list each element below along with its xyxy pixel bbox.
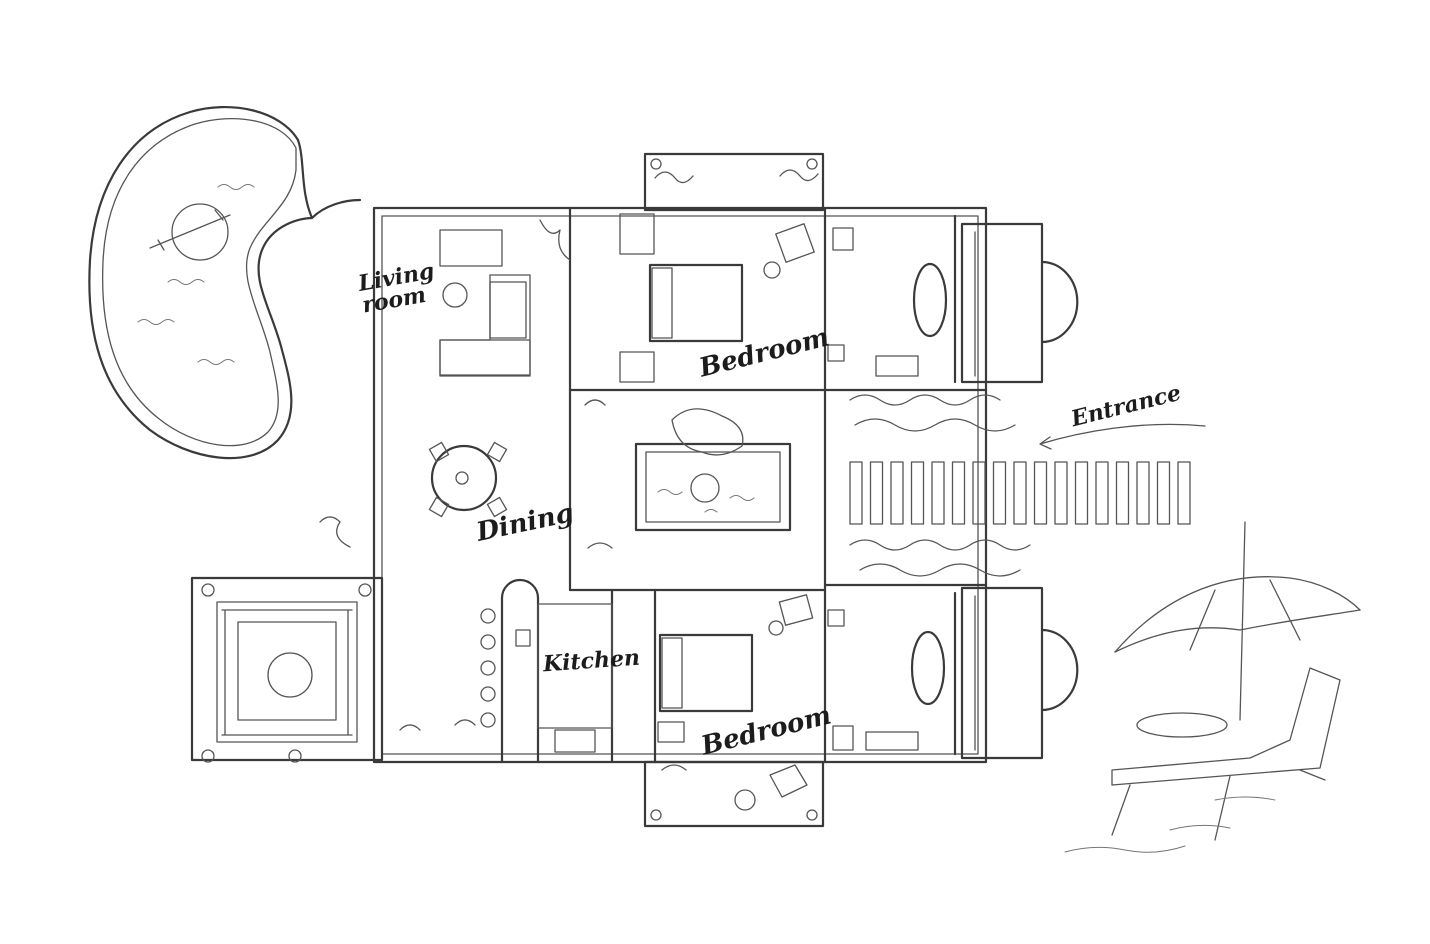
top-bathroom bbox=[827, 227, 948, 377]
bottom-bathroom bbox=[827, 609, 946, 751]
walkway-plank bbox=[1033, 461, 1048, 525]
umbrella-and-lounger bbox=[1064, 521, 1361, 853]
walkway-plank bbox=[972, 461, 986, 525]
walkway-plank bbox=[1054, 461, 1068, 525]
garden-plants bbox=[319, 219, 1031, 771]
walkway-plank bbox=[1177, 461, 1191, 525]
entrance-walkway bbox=[849, 461, 1191, 525]
walkway-plank bbox=[1136, 461, 1150, 525]
atrium-pond bbox=[634, 408, 792, 532]
walkway-plank bbox=[1156, 461, 1171, 525]
walkway-plank bbox=[992, 461, 1007, 525]
walkway-plank bbox=[869, 461, 884, 525]
walkway-plank bbox=[849, 461, 863, 525]
entrance-arrow bbox=[1039, 423, 1206, 450]
walkway-plank bbox=[951, 461, 966, 525]
walkway-plank bbox=[890, 461, 904, 525]
top-bedroom-furniture bbox=[619, 213, 815, 383]
courtyard bbox=[190, 576, 384, 763]
walkway-plank bbox=[1095, 461, 1109, 525]
kitchen-fixtures bbox=[480, 578, 613, 764]
right-bays bbox=[960, 222, 1079, 760]
walkway-plank bbox=[931, 461, 945, 525]
walkway-plank bbox=[1013, 461, 1027, 525]
dining-table bbox=[428, 441, 508, 518]
top-balcony bbox=[643, 152, 825, 212]
bottom-balcony bbox=[643, 760, 825, 828]
living-room-furniture bbox=[439, 229, 531, 377]
walkway-plank bbox=[1115, 461, 1130, 525]
bottom-bedroom-furniture bbox=[657, 594, 814, 743]
swimming-pool bbox=[88, 105, 362, 460]
walkway-plank bbox=[910, 461, 925, 525]
walkway-plank bbox=[1074, 461, 1089, 525]
